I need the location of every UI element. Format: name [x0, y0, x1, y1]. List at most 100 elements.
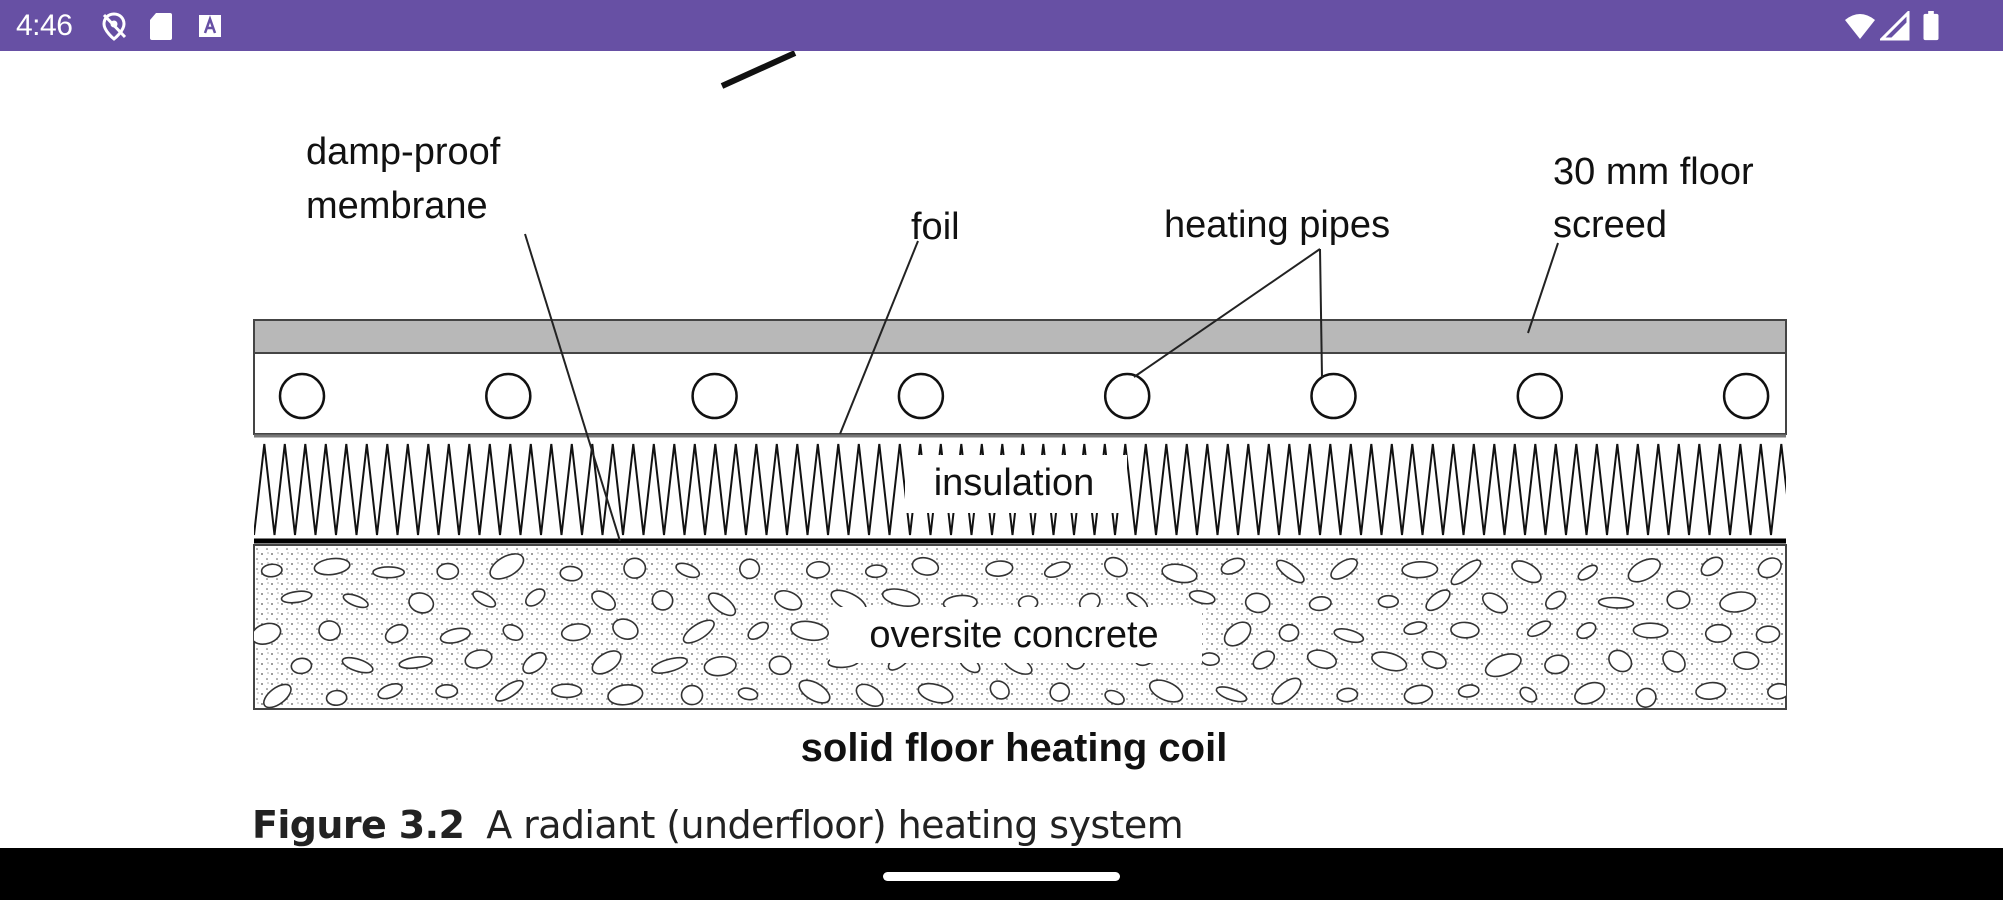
heating-pipes	[278, 372, 1770, 420]
concrete-pebble	[439, 627, 471, 644]
concrete-pebble	[263, 683, 292, 709]
concrete-pebble	[372, 566, 406, 579]
concrete-pebble	[1662, 650, 1686, 673]
concrete-pebble	[522, 651, 547, 675]
concrete-pebble	[550, 683, 583, 699]
foil-leader	[839, 240, 919, 435]
concrete-pebble	[1755, 625, 1781, 644]
concrete-pebble	[1576, 622, 1597, 640]
concrete-pebble	[525, 588, 546, 607]
concrete-pebble	[1666, 590, 1691, 610]
concrete-pebble	[1484, 653, 1522, 678]
concrete-pebble	[917, 682, 954, 704]
screed-label-line1: 30 mm floor	[1553, 151, 1754, 193]
concrete-label: oversite concrete	[869, 614, 1158, 656]
concrete-pebble	[1526, 620, 1552, 638]
concrete-pebble	[254, 622, 282, 645]
concrete-pebble	[1757, 557, 1782, 579]
wifi-icon	[1845, 14, 1875, 39]
concrete-pebble	[495, 679, 524, 702]
concrete-pebble	[911, 556, 940, 576]
concrete-pebble	[768, 655, 792, 676]
concrete-pebble	[1403, 684, 1434, 705]
concrete-pebble	[591, 590, 616, 611]
concrete-pebble	[1425, 589, 1451, 612]
concrete-pebble	[1519, 686, 1538, 703]
insulation-label-bg	[905, 455, 1127, 513]
concrete-pebble	[1188, 590, 1216, 605]
heating-pipe	[1103, 372, 1151, 420]
concrete-pebble	[985, 560, 1014, 577]
concrete-pebble	[1333, 628, 1365, 644]
home-gesture-handle[interactable]	[883, 872, 1120, 881]
concrete-pebble	[747, 621, 769, 641]
concrete-pebble	[560, 623, 591, 642]
concrete-pebble	[855, 683, 884, 708]
cell-signal-icon	[1880, 11, 1910, 41]
heating-pipe	[1722, 372, 1770, 420]
concrete-pebble	[1597, 596, 1635, 609]
concrete-pebble	[435, 683, 459, 699]
concrete-pebble	[1545, 590, 1567, 610]
screed-leader	[1527, 242, 1559, 334]
location-off-icon	[102, 12, 127, 41]
concrete-pebble	[774, 589, 803, 611]
concrete-pebble	[1421, 650, 1447, 670]
concrete-pebble	[707, 592, 737, 617]
concrete-pebble	[1104, 689, 1125, 706]
concrete-pebble	[805, 560, 831, 579]
sd-card-icon	[150, 13, 172, 40]
concrete-pebble	[1450, 559, 1482, 586]
heating-pipes-label: heating pipes	[1164, 204, 1390, 246]
diagram-title: solid floor heating coil	[801, 726, 1228, 770]
concrete-pebble	[1278, 623, 1300, 642]
concrete-pebble	[1795, 593, 1823, 613]
concrete-pebble	[1627, 558, 1661, 583]
concrete-pebble	[464, 649, 493, 669]
concrete-pebble	[1635, 687, 1657, 708]
concrete-pebble	[864, 564, 888, 579]
concrete-pebble	[1577, 564, 1598, 581]
concrete-pebble	[1450, 621, 1480, 639]
concrete-pebble	[1330, 557, 1358, 580]
concrete-pebble	[623, 557, 647, 579]
figure-caption-number: Figure 3.2	[252, 803, 465, 847]
concrete-pebble	[1719, 591, 1757, 613]
concrete-pebble	[651, 656, 688, 674]
heating-pipe	[897, 372, 945, 420]
concrete-pebble	[798, 679, 831, 704]
concrete-pebble	[1049, 682, 1071, 702]
concrete-pebble	[398, 656, 433, 670]
heating-pipe	[691, 372, 738, 420]
concrete-pebble	[607, 683, 644, 706]
insulation-label: insulation	[934, 462, 1095, 504]
concrete-pebble	[1161, 563, 1198, 584]
concrete-pebble	[1401, 560, 1439, 579]
heating-pipe	[485, 372, 532, 420]
damp-proof-label-line2: membrane	[306, 185, 488, 227]
concrete-pebble	[651, 590, 674, 611]
concrete-pebble	[790, 620, 830, 642]
battery-icon	[1923, 11, 1939, 41]
concrete-pebble	[1252, 650, 1276, 670]
concrete-pebble	[290, 657, 313, 675]
concrete-pebble	[1574, 681, 1606, 705]
heating-pipes-leader-2	[1319, 248, 1323, 378]
concrete-pebble	[1481, 592, 1509, 614]
concrete-pebble	[1767, 682, 1786, 700]
concrete-pebble	[1732, 651, 1760, 671]
navigation-bar	[0, 848, 2003, 900]
concrete-pebble	[989, 680, 1010, 700]
concrete-pebble	[1403, 621, 1428, 636]
heating-pipe	[1516, 372, 1564, 420]
damp-proof-label-line1: damp-proof	[306, 131, 501, 173]
concrete-pebble	[318, 620, 341, 642]
concrete-pebble	[739, 558, 761, 580]
concrete-pebble	[881, 588, 921, 607]
concrete-pebble	[472, 590, 497, 608]
document-page[interactable]: insulation oversite concrete damp-proof …	[0, 51, 2003, 848]
concrete-pebble	[341, 656, 374, 674]
concrete-pebble	[1148, 679, 1184, 703]
concrete-pebble	[260, 563, 283, 578]
concrete-pebble	[1704, 623, 1732, 643]
